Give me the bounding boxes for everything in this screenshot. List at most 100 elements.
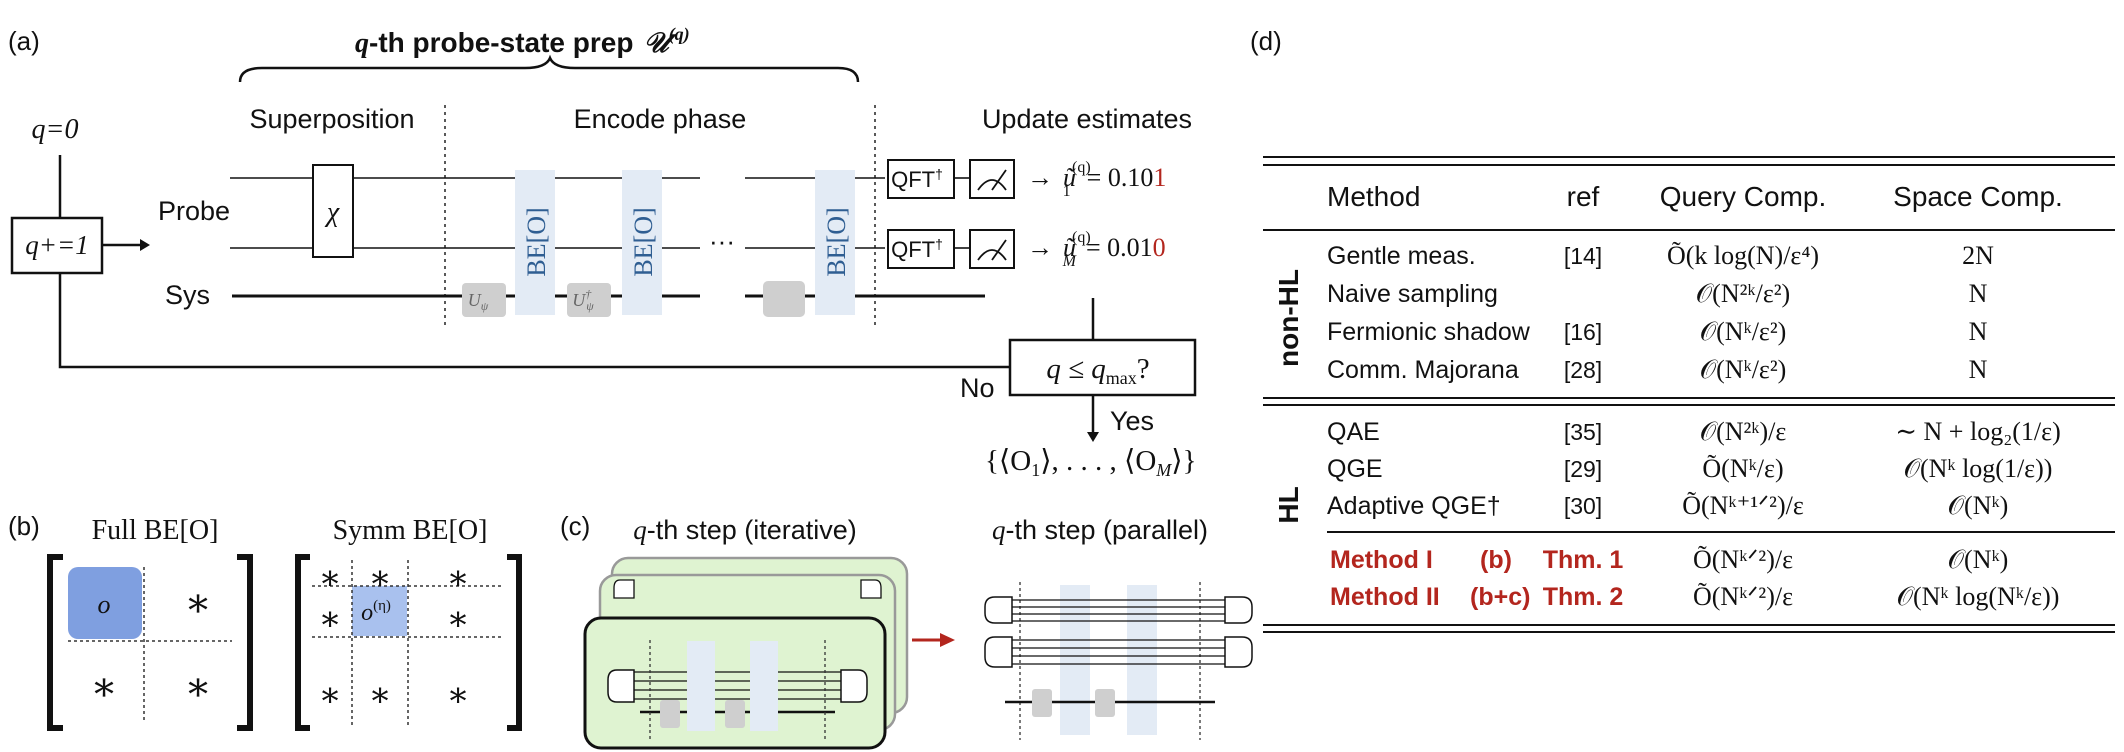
be-gate-1-label: BE[O] <box>522 207 551 276</box>
u-psi-dag-gate <box>567 283 611 317</box>
row-ref: [35] <box>1564 419 1602 445</box>
hl-row-0: QAE [35] 𝒪(N²ᵏ)/ε ∼ N + log₂(1/ε) <box>1327 417 2061 446</box>
probe-label: Probe <box>158 196 230 226</box>
u-psi-label: Uψ <box>468 290 489 313</box>
row-method: Naive sampling <box>1327 280 1498 308</box>
row-space: 2N <box>1962 241 1994 270</box>
output-set: {⟨O1⟩, . . . , ⟨OM⟩} <box>985 445 1197 480</box>
row-ref: [28] <box>1564 357 1602 383</box>
row-ref: Thm. 2 <box>1543 583 1624 611</box>
row-query: 𝒪(Nᵏ/ε²) <box>1700 317 1787 346</box>
be-gate-3-label: BE[O] <box>822 207 851 276</box>
row-query: 𝒪(N²ᵏ)/ε <box>1700 417 1787 446</box>
panel-b: (b) Full BE[O] Symm BE[O] o ∗ ∗ ∗ o(η) ∗ <box>8 511 522 731</box>
q-init: q=0 <box>32 114 79 145</box>
symm-star-6: ∗ <box>318 677 341 714</box>
symm-be-matrix: o(η) ∗ ∗ ∗ ∗ ∗ ∗ ∗ ∗ <box>295 554 522 731</box>
yes-arrowhead <box>1087 432 1099 442</box>
u-psi-gate-3 <box>763 281 805 317</box>
meter-icon-1 <box>969 159 1015 199</box>
symm-star-3: ∗ <box>446 560 469 597</box>
group-non-hl: non-HL <box>1273 269 1304 367</box>
sys-label: Sys <box>165 280 210 310</box>
row-space: N <box>1969 355 1988 384</box>
non-hl-row-1: Naive sampling 𝒪(N²ᵏ/ε²) N <box>1327 279 1988 308</box>
u-psi-dag-label: U†ψ <box>572 287 594 313</box>
header-query: Query Comp. <box>1660 181 1827 212</box>
estimate-M: →ũ(q)M= 0.010 <box>1027 229 1166 270</box>
ours-row-1: Method II (b+c) Thm. 2 Õ(Nᵏᐟ²)/ε 𝒪(Nᵏ lo… <box>1330 582 2059 611</box>
row-space: 𝒪(Nᵏ log(Nᵏ/ε)) <box>1897 582 2060 611</box>
col-encode-phase: Encode phase <box>574 104 747 134</box>
symm-star-4: ∗ <box>318 601 341 638</box>
non-hl-row-3: Comm. Majorana [28] 𝒪(Nᵏ/ε²) N <box>1327 355 1988 384</box>
row-space: 𝒪(Nᵏ log(1/ε)) <box>1904 454 2053 483</box>
row-query: Õ(k log(N)/ε⁴) <box>1667 241 1819 270</box>
row-query: 𝒪(Nᵏ/ε²) <box>1700 355 1787 384</box>
yes-label: Yes <box>1110 406 1154 436</box>
row-query: Õ(Nᵏᐟ²)/ε <box>1693 582 1793 611</box>
loop-back-line <box>58 273 1010 369</box>
row-tag: (b+c) <box>1470 583 1530 611</box>
row-method: QGE <box>1327 455 1383 483</box>
symm-be-title: Symm BE[O] <box>333 515 488 546</box>
group-hl: HL <box>1273 486 1304 523</box>
q-increment-arrowhead <box>140 239 150 251</box>
svg-text:QFT†: QFT† <box>891 236 943 262</box>
ours-row-0: Method I (b) Thm. 1 Õ(Nᵏᐟ²)/ε 𝒪(Nᵏ) <box>1330 545 2008 574</box>
svg-text:QFT†: QFT† <box>891 166 943 192</box>
symm-star-5: ∗ <box>446 601 469 638</box>
be-gate-2: BE[O] <box>622 170 662 315</box>
row-space: N <box>1969 317 1988 346</box>
panel-b-label: (b) <box>8 511 40 541</box>
ellipsis: ··· <box>709 226 735 256</box>
meter-icon-2 <box>969 229 1015 269</box>
row-method: Adaptive QGE† <box>1327 492 1501 520</box>
full-be-matrix: o ∗ ∗ ∗ <box>47 554 253 731</box>
decision-label: q ≤ qmax? <box>1046 353 1149 388</box>
row-method: QAE <box>1327 418 1380 446</box>
symm-star-7: ∗ <box>368 677 391 714</box>
row-ref: [30] <box>1564 493 1602 519</box>
title-brace <box>238 54 860 83</box>
row-method: Method I <box>1330 546 1433 574</box>
col-update-estimates: Update estimates <box>982 104 1192 134</box>
row-method: Method II <box>1330 583 1440 611</box>
row-query: Õ(Nᵏᐟ²)/ε <box>1693 545 1793 574</box>
red-arrowhead <box>940 633 955 647</box>
row-method: Comm. Majorana <box>1327 356 1519 384</box>
full-be-title: Full BE[O] <box>92 515 219 546</box>
panel-c-label: (c) <box>560 511 590 541</box>
header-space: Space Comp. <box>1893 181 2063 212</box>
qft-gate-2: QFT† <box>887 229 955 269</box>
q-increment-box <box>10 216 104 275</box>
panel-d-label: (d) <box>1250 26 1282 56</box>
u-psi-gate <box>462 283 506 317</box>
row-ref: [16] <box>1564 319 1602 345</box>
header-ref: ref <box>1567 181 1600 212</box>
non-hl-row-0: Gentle meas. [14] Õ(k log(N)/ε⁴) 2N <box>1327 241 1994 270</box>
row-ref: Thm. 1 <box>1543 546 1624 574</box>
hl-row-1: QGE [29] Õ(Nᵏ/ε) 𝒪(Nᵏ log(1/ε)) <box>1327 454 2052 483</box>
back-card-gate-right <box>860 579 882 599</box>
iterative-title: q-th step (iterative) <box>633 515 857 545</box>
full-star-3: ∗ <box>184 664 211 709</box>
chi-gate <box>312 164 354 258</box>
row-tag: (b) <box>1480 546 1512 574</box>
row-method: Gentle meas. <box>1327 242 1476 270</box>
full-star-1: ∗ <box>184 580 211 625</box>
table-header: Method ref Query Comp. Space Comp. <box>1327 181 2063 212</box>
row-space: 𝒪(Nᵏ) <box>1948 545 2009 574</box>
o-eta-label: o(η) <box>361 598 391 626</box>
parallel-title: q-th step (parallel) <box>992 515 1208 545</box>
be-gate-2-label: BE[O] <box>629 207 658 276</box>
row-ref: [14] <box>1564 243 1602 269</box>
row-query: 𝒪(N²ᵏ/ε²) <box>1696 279 1790 308</box>
parallel-circuit <box>984 582 1253 740</box>
panel-d: (d) Method ref Query Comp. Space Comp. n… <box>1250 26 2115 633</box>
full-star-2: ∗ <box>90 664 117 709</box>
iterative-card-front <box>583 616 887 750</box>
